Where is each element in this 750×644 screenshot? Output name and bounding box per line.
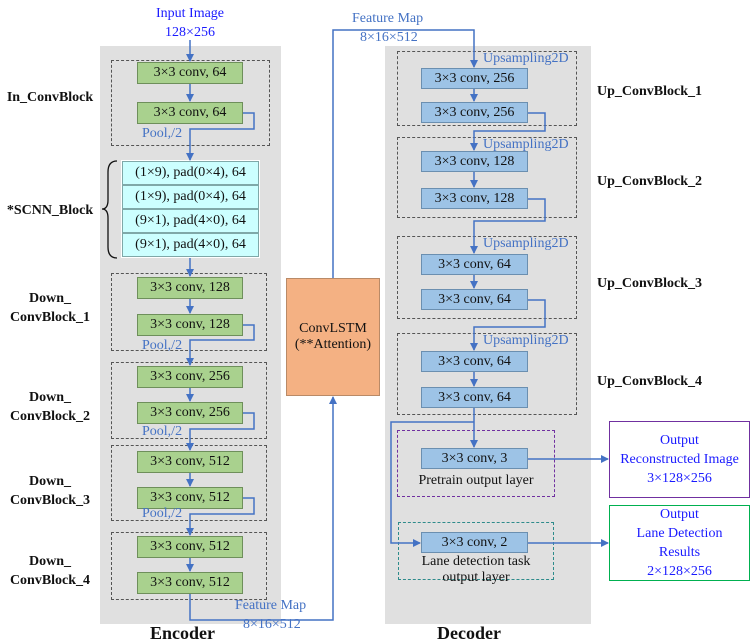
up-block-4-label: Up_ConvBlock_4 bbox=[597, 374, 703, 389]
up-2-conv-1: 3×3 conv, 128 bbox=[421, 151, 528, 172]
input-title: Input Image bbox=[155, 6, 225, 21]
scnn-brace bbox=[101, 160, 118, 259]
down-2-conv-1: 3×3 conv, 256 bbox=[137, 366, 243, 388]
scnn-layer-3: (9×1), pad(4×0), 64 bbox=[122, 209, 259, 233]
arrow-u2-out bbox=[470, 198, 546, 254]
down-3-conv-1: 3×3 conv, 512 bbox=[137, 451, 243, 473]
down-block-1-label: Down_ ConvBlock_1 bbox=[0, 289, 100, 327]
output-lane-box: Output Lane Detection Results 2×128×256 bbox=[609, 505, 750, 581]
lane-conv: 3×3 conv, 2 bbox=[421, 532, 528, 553]
convlstm-line2: (**Attention) bbox=[294, 337, 372, 352]
in-conv-1: 3×3 conv, 64 bbox=[137, 62, 243, 84]
arrow-in-pool bbox=[186, 112, 255, 161]
up-1-upsample-label: Upsampling2D bbox=[483, 51, 569, 66]
arrow-d1-pool bbox=[186, 324, 255, 366]
up-block-3-label: Up_ConvBlock_3 bbox=[597, 276, 703, 291]
down-block-1-label-l1: Down_ bbox=[28, 291, 71, 306]
lane-caption-1: Lane detection task bbox=[421, 554, 531, 569]
feature-map-top-title: Feature Map bbox=[352, 11, 424, 26]
up-4-conv-2: 3×3 conv, 64 bbox=[421, 387, 528, 408]
down-block-4-label: Down_ ConvBlock_4 bbox=[0, 552, 100, 590]
up-1-conv-1: 3×3 conv, 256 bbox=[421, 68, 528, 89]
output-lane-l1: Output bbox=[660, 507, 699, 522]
down-block-4-label-l2: ConvBlock_4 bbox=[9, 573, 91, 588]
pretrain-conv: 3×3 conv, 3 bbox=[421, 448, 528, 469]
down-block-2-label: Down_ ConvBlock_2 bbox=[0, 388, 100, 426]
down-4-conv-2: 3×3 conv, 512 bbox=[137, 572, 243, 594]
feature-map-bottom-title: Feature Map bbox=[235, 598, 307, 613]
pretrain-caption: Pretrain output layer bbox=[418, 473, 534, 488]
up-3-conv-2: 3×3 conv, 64 bbox=[421, 289, 528, 310]
up-block-1-box bbox=[397, 51, 577, 126]
arrow-u1-out bbox=[470, 112, 546, 151]
input-size: 128×256 bbox=[165, 25, 215, 40]
encoder-title: Encoder bbox=[150, 623, 215, 643]
scnn-layer-4: (9×1), pad(4×0), 64 bbox=[122, 233, 259, 257]
output-lane-l3: Results bbox=[658, 545, 701, 560]
decoder-title: Decoder bbox=[437, 623, 501, 643]
up-4-upsample-label: Upsampling2D bbox=[483, 333, 569, 348]
down-block-2-label-l1: Down_ bbox=[28, 390, 71, 405]
in-convblock-label: In_ConvBlock bbox=[6, 90, 94, 105]
up-block-1-label: Up_ConvBlock_1 bbox=[597, 84, 703, 99]
output-lane-l4: 2×128×256 bbox=[647, 564, 712, 579]
scnn-layer-1: (1×9), pad(0×4), 64 bbox=[122, 161, 259, 185]
up-block-2-label: Up_ConvBlock_2 bbox=[597, 174, 703, 189]
down-block-3-label: Down_ ConvBlock_3 bbox=[0, 472, 100, 510]
up-block-3-box bbox=[397, 236, 577, 319]
down-block-3-label-l2: ConvBlock_3 bbox=[9, 493, 91, 508]
down-block-1-label-l2: ConvBlock_1 bbox=[9, 310, 91, 325]
down-3-conv-2: 3×3 conv, 512 bbox=[137, 487, 243, 509]
down-1-conv-2: 3×3 conv, 128 bbox=[137, 314, 243, 336]
decoder-panel bbox=[385, 46, 591, 624]
in-conv-2: 3×3 conv, 64 bbox=[137, 102, 243, 124]
scnn-layer-2: (1×9), pad(0×4), 64 bbox=[122, 185, 259, 209]
in-pool-label: Pool,/2 bbox=[142, 126, 183, 141]
down-2-pool-label: Pool,/2 bbox=[142, 424, 183, 439]
down-2-conv-2: 3×3 conv, 256 bbox=[137, 402, 243, 424]
output-reconstructed-l3: 3×128×256 bbox=[647, 471, 712, 486]
arrow-u3-out bbox=[470, 299, 546, 351]
up-1-conv-2: 3×3 conv, 256 bbox=[421, 102, 528, 123]
pretrain-output-box bbox=[397, 430, 555, 497]
up-3-upsample-label: Upsampling2D bbox=[483, 236, 569, 251]
up-2-upsample-label: Upsampling2D bbox=[483, 137, 569, 152]
output-lane-l2: Lane Detection bbox=[636, 526, 723, 541]
down-block-3-label-l1: Down_ bbox=[28, 474, 71, 489]
up-block-4-box bbox=[397, 333, 577, 415]
output-reconstructed-l2: Reconstructed Image bbox=[620, 452, 739, 467]
convlstm-line1: ConvLSTM bbox=[299, 321, 367, 336]
arrow-convlstm-out bbox=[332, 29, 478, 278]
down-block-2-label-l2: ConvBlock_2 bbox=[9, 409, 91, 424]
arrow-to-convlstm bbox=[189, 396, 337, 621]
down-1-pool-label: Pool,/2 bbox=[142, 338, 183, 353]
feature-map-top-size: 8×16×512 bbox=[360, 30, 418, 45]
lane-caption-2: output layer bbox=[442, 570, 510, 585]
down-1-conv-1: 3×3 conv, 128 bbox=[137, 277, 243, 299]
down-4-conv-1: 3×3 conv, 512 bbox=[137, 536, 243, 558]
down-block-4-label-l1: Down_ bbox=[28, 554, 71, 569]
arrow-to-lane bbox=[390, 421, 474, 547]
down-3-pool-label: Pool,/2 bbox=[142, 506, 183, 521]
up-4-conv-1: 3×3 conv, 64 bbox=[421, 351, 528, 372]
lane-output-box bbox=[398, 522, 554, 580]
arrow-d2-pool bbox=[186, 412, 255, 451]
arrow-d3-pool bbox=[186, 497, 255, 536]
up-2-conv-2: 3×3 conv, 128 bbox=[421, 188, 528, 209]
up-block-2-box bbox=[397, 137, 577, 218]
convlstm-block: ConvLSTM (**Attention) bbox=[286, 278, 380, 396]
output-reconstructed-box: Output Reconstructed Image 3×128×256 bbox=[609, 421, 750, 498]
up-3-conv-1: 3×3 conv, 64 bbox=[421, 254, 528, 275]
scnn-block-label: *SCNN_Block bbox=[6, 203, 94, 218]
output-reconstructed-l1: Output bbox=[660, 433, 699, 448]
